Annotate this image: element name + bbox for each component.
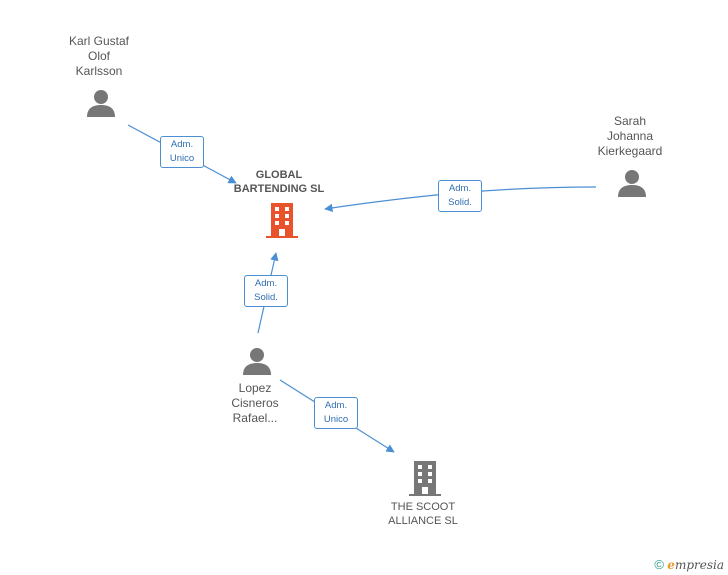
person-icon[interactable] — [242, 347, 272, 375]
brand-logo: empresia — [667, 558, 724, 572]
person-name-karl[interactable]: Karl Gustaf Olof Karlsson — [44, 34, 154, 79]
name-line: Johanna — [606, 129, 654, 143]
name-line: ALLIANCE SL — [388, 515, 458, 527]
person-name-lopez[interactable]: Lopez Cisneros Rafael... — [200, 381, 310, 426]
empresia-watermark: © empresia — [654, 557, 724, 572]
person-icon[interactable] — [86, 89, 116, 117]
name-line: Cisneros — [231, 396, 279, 410]
edge-label-line: Adm. — [324, 400, 348, 411]
building-icon[interactable] — [266, 203, 298, 238]
name-line: Olof — [87, 49, 110, 63]
name-line: THE SCOOT — [390, 501, 456, 513]
edge-label-sarah-global[interactable]: Adm. Solid. — [438, 180, 482, 212]
name-line: Lopez — [238, 381, 272, 395]
person-name-sarah[interactable]: Sarah Johanna Kierkegaard — [575, 114, 685, 159]
person-icon[interactable] — [617, 169, 647, 197]
company-name-scoot[interactable]: THE SCOOT ALLIANCE SL — [358, 500, 488, 528]
name-line: BARTENDING SL — [233, 183, 325, 195]
name-line: GLOBAL — [255, 169, 303, 181]
edge-label-line: Unico — [323, 414, 349, 425]
name-line: Kierkegaard — [597, 144, 663, 158]
name-line: Karlsson — [75, 64, 123, 78]
name-line: Rafael... — [232, 411, 278, 425]
edge-label-line: Solid. — [448, 197, 472, 208]
edge-label-lopez-global[interactable]: Adm. Solid. — [244, 275, 288, 307]
edge-label-line: Adm. — [254, 278, 278, 289]
edge-label-lopez-scoot[interactable]: Adm. Unico — [314, 397, 358, 429]
building-icon[interactable] — [409, 461, 441, 496]
copyright-icon: © — [654, 557, 664, 572]
edge-label-karl-global[interactable]: Adm. Unico — [160, 136, 204, 168]
edge-label-line: Adm. — [448, 183, 472, 194]
edge-label-line: Adm. — [170, 139, 194, 150]
company-name-global[interactable]: GLOBAL BARTENDING SL — [214, 168, 344, 196]
name-line: Karl Gustaf — [68, 34, 130, 48]
edge-label-line: Unico — [169, 153, 195, 164]
name-line: Sarah — [613, 114, 647, 128]
edge-label-line: Solid. — [254, 292, 278, 303]
